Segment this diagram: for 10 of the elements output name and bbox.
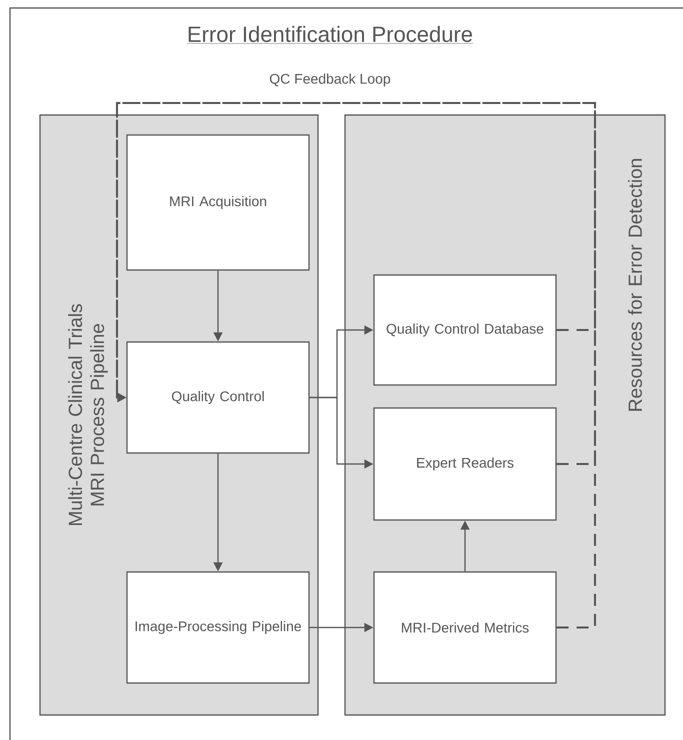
- process-box: MRI-Derived Metrics: [373, 571, 557, 684]
- process-box: Quality Control Database: [373, 274, 557, 386]
- process-box: Image-Processing Pipeline: [126, 571, 310, 684]
- process-box: Quality Control: [126, 341, 310, 454]
- feedback-arrow: [116, 102, 596, 465]
- process-box: MRI Acquisition: [126, 134, 310, 271]
- feedback-arrow: [116, 102, 596, 628]
- process-box: Expert Readers: [373, 407, 557, 521]
- title: Error Identification Procedure: [186, 26, 474, 44]
- loop-label: QC Feedback Loop: [270, 73, 390, 87]
